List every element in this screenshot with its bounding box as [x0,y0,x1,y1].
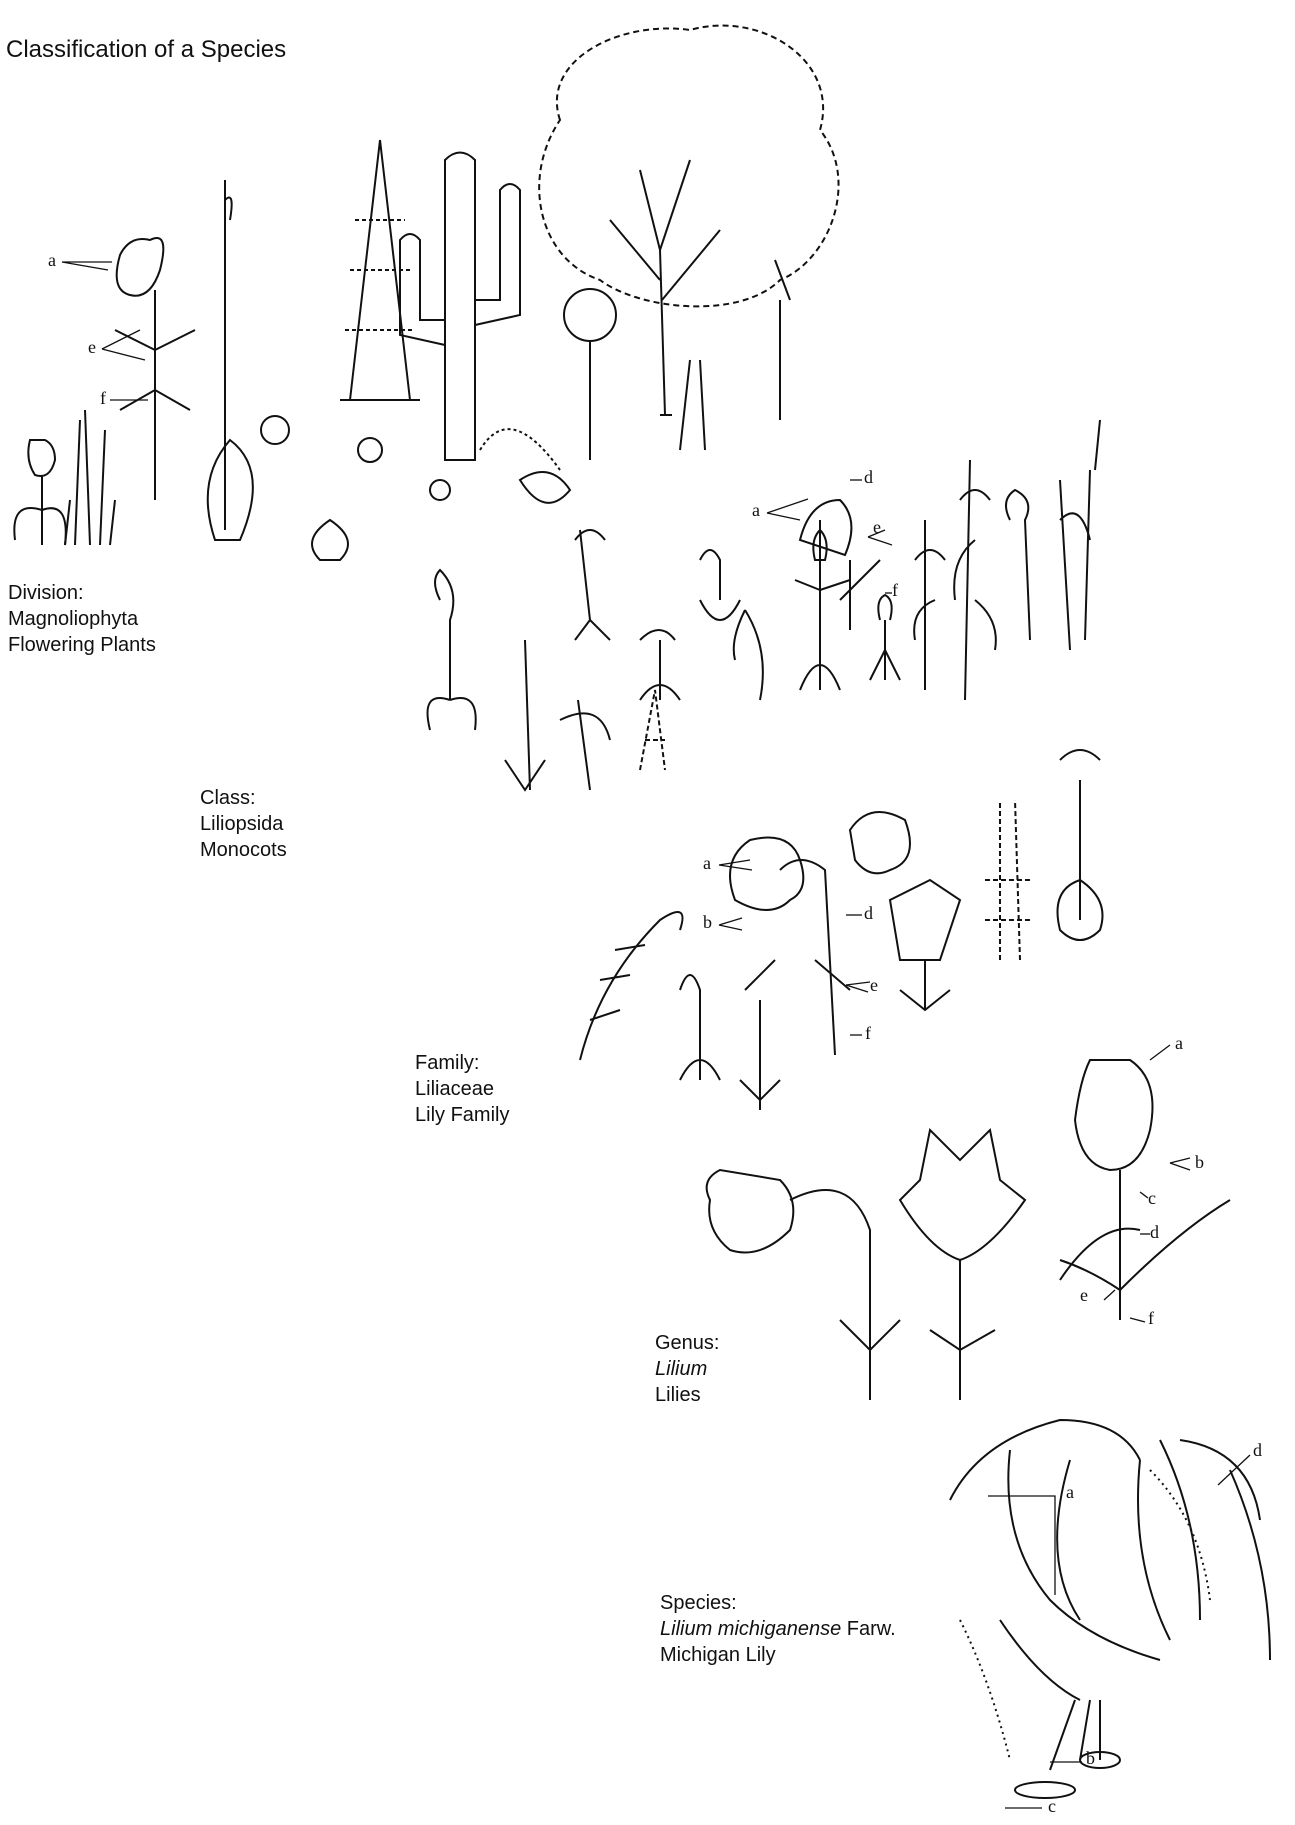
family-rank: Family: [415,1050,509,1076]
class-rank: Class: [200,785,287,811]
species-author: Farw. [841,1618,895,1640]
label-f: f [865,1023,871,1044]
genus-common-name: Lilies [655,1382,719,1408]
label-f: f [892,580,898,601]
label-d: d [864,903,873,924]
species-rank: Species: [660,1590,896,1616]
division-name: Magnoliophyta [8,606,156,632]
division-caption: Division: Magnoliophyta Flowering Plants [8,580,156,658]
label-f: f [1148,1308,1154,1329]
family-name: Liliaceae [415,1076,509,1102]
class-common-name: Monocots [200,837,287,863]
label-leader-lines [62,262,1250,1808]
label-a: a [1066,1482,1074,1503]
label-a: a [703,853,711,874]
label-e: e [873,517,881,538]
label-d: d [864,467,873,488]
family-plants-illustration [580,750,1103,1110]
label-b: b [703,912,712,933]
species-lily-illustration [950,1420,1270,1798]
label-a: a [1175,1033,1183,1054]
label-d: d [1150,1222,1159,1243]
division-common-name: Flowering Plants [8,632,156,658]
label-c: c [1148,1188,1156,1209]
family-common-name: Lily Family [415,1102,509,1128]
label-e: e [1080,1285,1088,1306]
label-a: a [48,250,56,271]
label-f: f [100,388,106,409]
page-title: Classification of a Species [6,36,286,64]
class-caption: Class: Liliopsida Monocots [200,785,287,863]
family-caption: Family: Liliaceae Lily Family [415,1050,509,1128]
label-b: b [1195,1152,1204,1173]
label-b: b [1086,1748,1095,1769]
label-c: c [1048,1796,1056,1817]
label-d: d [1253,1440,1262,1461]
species-name: Lilium michiganense [660,1618,841,1640]
division-plants-illustration [14,26,838,560]
label-a: a [752,500,760,521]
label-e: e [870,975,878,996]
genus-name: Lilium [655,1356,719,1382]
label-e: e [88,337,96,358]
division-rank: Division: [8,580,156,606]
class-name: Liliopsida [200,811,287,837]
species-caption: Species: Lilium michiganense Farw. Michi… [660,1590,896,1668]
species-common-name: Michigan Lily [660,1642,896,1668]
genus-caption: Genus: Lilium Lilies [655,1330,719,1408]
genus-rank: Genus: [655,1330,719,1356]
species-name-line: Lilium michiganense Farw. [660,1616,896,1642]
